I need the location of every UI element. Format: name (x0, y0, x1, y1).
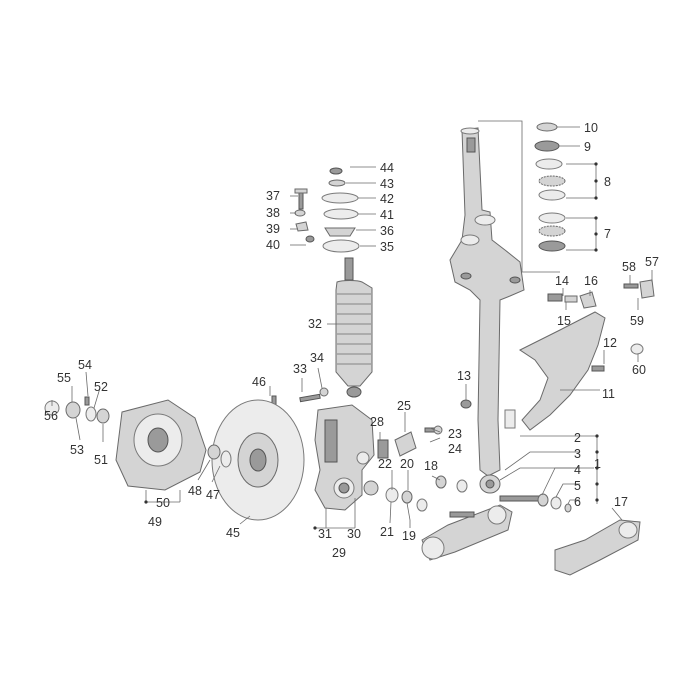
wheel-hub (44, 396, 232, 491)
callout-6: 6 (574, 495, 581, 509)
callout-16: 16 (584, 274, 598, 288)
callout-7: 7 (604, 227, 611, 241)
callout-37: 37 (266, 189, 280, 203)
callout-35: 35 (380, 240, 394, 254)
callout-3: 3 (574, 447, 581, 461)
upper-bolts (294, 188, 315, 243)
leader-lines (51, 120, 653, 529)
callout-20: 20 (400, 457, 414, 471)
callout-32: 32 (308, 317, 322, 331)
callout-18: 18 (424, 459, 438, 473)
callout-36: 36 (380, 224, 394, 238)
callout-41: 41 (380, 208, 394, 222)
callout-45: 45 (226, 526, 240, 540)
callout-31: 31 (318, 527, 332, 541)
callout-24: 24 (448, 442, 462, 456)
callout-44: 44 (380, 161, 394, 175)
callout-17: 17 (614, 495, 628, 509)
callout-59: 59 (630, 314, 644, 328)
callout-30: 30 (347, 527, 361, 541)
small-hardware (460, 279, 655, 409)
callout-55: 55 (57, 371, 71, 385)
callout-2: 2 (574, 431, 581, 445)
callout-22: 22 (378, 457, 392, 471)
steering-column (449, 127, 525, 494)
callout-43: 43 (380, 177, 394, 191)
callout-21: 21 (380, 525, 394, 539)
callout-52: 52 (94, 380, 108, 394)
callout-49: 49 (148, 515, 162, 529)
callout-50: 50 (156, 496, 170, 510)
callout-12: 12 (603, 336, 617, 350)
brake-caliper-arm (314, 404, 375, 511)
callout-51: 51 (94, 453, 108, 467)
callout-48: 48 (188, 484, 202, 498)
callout-53: 53 (70, 443, 84, 457)
callout-13: 13 (457, 369, 471, 383)
callout-8: 8 (604, 175, 611, 189)
callout-57: 57 (645, 255, 659, 269)
callout-29: 29 (332, 546, 346, 560)
assembly-dots (144, 162, 599, 530)
callout-11: 11 (602, 387, 615, 401)
callout-42: 42 (380, 192, 394, 206)
callout-28: 28 (370, 415, 384, 429)
callout-54: 54 (78, 358, 92, 372)
callout-19: 19 (402, 529, 416, 543)
callout-46: 46 (252, 375, 266, 389)
callout-9: 9 (584, 140, 591, 154)
callout-labels: 10 9 8 7 14 16 15 58 57 59 12 60 11 13 4… (44, 121, 659, 560)
callout-60: 60 (632, 363, 646, 377)
callout-5: 5 (574, 479, 581, 493)
callout-40: 40 (266, 238, 280, 252)
callout-10: 10 (584, 121, 598, 135)
callout-34: 34 (310, 351, 324, 365)
callout-47: 47 (206, 488, 220, 502)
callout-14: 14 (555, 274, 569, 288)
caliper-bolts (271, 387, 329, 409)
callout-25: 25 (397, 399, 411, 413)
callout-23: 23 (448, 427, 462, 441)
callout-58: 58 (622, 260, 636, 274)
callout-38: 38 (266, 206, 280, 220)
steering-bearing-stack (534, 122, 566, 252)
callout-1: 1 (594, 457, 601, 471)
callout-15: 15 (557, 314, 571, 328)
linkage-parts (363, 425, 641, 576)
mudguard-part (519, 311, 606, 431)
brake-disc (211, 399, 305, 521)
callout-33: 33 (293, 362, 307, 376)
shock-absorber (321, 167, 373, 398)
callout-56: 56 (44, 409, 58, 423)
callout-4: 4 (574, 463, 581, 477)
callout-39: 39 (266, 222, 280, 236)
